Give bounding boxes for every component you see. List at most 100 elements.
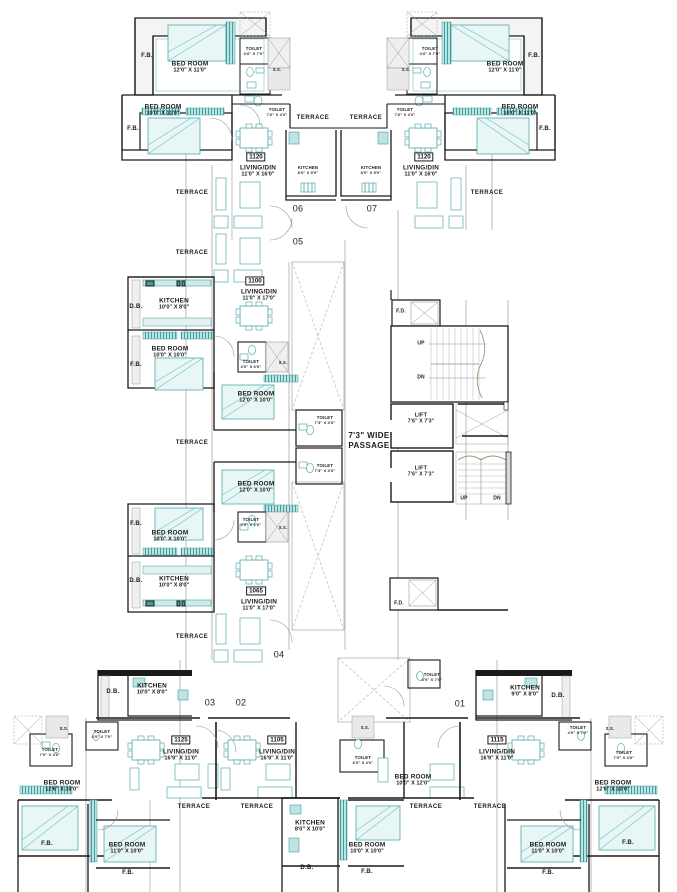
label-f-b-t020: F.B. <box>539 125 551 132</box>
label-f-b-t073: F.B. <box>622 839 634 846</box>
label-f-b-t006: F.B. <box>141 52 153 59</box>
room-dimension: 8'0" X 10'0" <box>294 826 326 833</box>
carpet-area-tag: 1120 <box>414 152 434 162</box>
room-dimension: 11'0" X 10'0" <box>110 848 144 855</box>
label-f-b-t060: F.B. <box>361 868 373 875</box>
room-dimension: 8'0" X 9'0" <box>297 170 319 175</box>
room-dimension: 7'6" X 4'3" <box>394 112 416 117</box>
unit-04-walls <box>127 461 299 663</box>
label-s-s-t018: S.S. <box>401 66 411 72</box>
unit-number-04[interactable]: 04 <box>273 649 285 660</box>
carpet-area-tag: 1120 <box>246 152 266 162</box>
label-s-s-t070: S.S. <box>605 725 615 731</box>
bottom-units-walls <box>13 657 664 892</box>
label-s-s-t005: S.S. <box>272 66 282 72</box>
room-dimension: 11'0" X 17'0" <box>242 295 276 302</box>
label-d-b-t040: D.B. <box>129 577 143 584</box>
unit-number-03[interactable]: 03 <box>204 697 216 708</box>
passage-label-line2: PASSAGE <box>348 441 390 450</box>
door-swings <box>97 104 581 831</box>
unit-number-05[interactable]: 05 <box>292 236 304 247</box>
label-f-b-t051: F.B. <box>41 840 53 847</box>
room-dimension: 10'0" X 8'0" <box>158 304 190 311</box>
room-dimension: 7'0" X 4'6" <box>613 755 635 760</box>
label-up-t083: UP <box>460 495 468 502</box>
room-dimension: 10'0" X 10'0" <box>350 848 384 855</box>
label-f-d-t080: F.D. <box>394 600 404 607</box>
unit-number-02[interactable]: 02 <box>235 697 247 708</box>
unit-number-06[interactable]: 06 <box>292 203 304 214</box>
label-terrace-t010: TERRACE <box>296 114 330 121</box>
room-dimension: 10'0" X 10'0" <box>153 352 187 359</box>
room-dimension: 8'0" X 9'0" <box>360 170 382 175</box>
label-terrace-t054: TERRACE <box>177 803 211 810</box>
label-d-b-t058: D.B. <box>300 864 314 871</box>
label-f-b-t053: F.B. <box>122 869 134 876</box>
unit-number-01[interactable]: 01 <box>454 698 466 709</box>
label-s-s-t048: S.S. <box>59 725 69 731</box>
room-dimension: 6'6" X 4'6" <box>352 760 374 765</box>
room-dimension: 16'9" X 11'0" <box>164 755 198 762</box>
room-dimension: 11'0" X 16'0" <box>404 171 438 178</box>
core-stairs-lifts <box>389 290 512 611</box>
label-f-b-t075: F.B. <box>542 869 554 876</box>
room-dimension: 4'6" X 6'6" <box>240 522 262 527</box>
room-dimension: 4'0" X 7'0" <box>91 734 113 739</box>
room-dimension: 11'0" X 10'0" <box>531 848 565 855</box>
room-dimension: 10'0" X 12'0" <box>396 780 430 787</box>
label-dn-t082: DN <box>417 374 425 381</box>
room-dimension: 10'0" X 11'0" <box>146 110 180 117</box>
room-dimension: 10'0" X 8'0" <box>158 582 190 589</box>
label-terrace-t056: TERRACE <box>240 803 274 810</box>
room-dimension: 7'6" X 7'3" <box>407 418 435 425</box>
carpet-area-tag: 1065 <box>246 586 266 596</box>
room-dimension: 7'3" X 4'6" <box>314 468 336 473</box>
label-terrace-t076: TERRACE <box>473 803 507 810</box>
label-f-b-t038: F.B. <box>130 520 142 527</box>
carpet-area-tag: 1125 <box>171 735 191 745</box>
label-terrace-t041: TERRACE <box>175 439 209 446</box>
thin-lines-layer <box>85 120 592 892</box>
label-up-t081: UP <box>417 340 425 347</box>
room-dimension: 4'6" X 6'6" <box>240 364 262 369</box>
unit-number-07[interactable]: 07 <box>366 203 378 214</box>
room-dimension: 10'0" X 10'0" <box>153 536 187 543</box>
room-dimension: 11'0" X 17'0" <box>242 605 276 612</box>
label-terrace-t021: TERRACE <box>175 189 209 196</box>
room-dimension: 12'0" X 10'0" <box>239 397 273 404</box>
label-f-b-t028: F.B. <box>130 361 142 368</box>
label-f-d-t079: F.D. <box>396 308 406 315</box>
carpet-area-tag: 1100 <box>245 276 265 286</box>
room-dimension: 12'6" X 10'0" <box>596 786 630 793</box>
label-d-b-t068: D.B. <box>551 692 565 699</box>
